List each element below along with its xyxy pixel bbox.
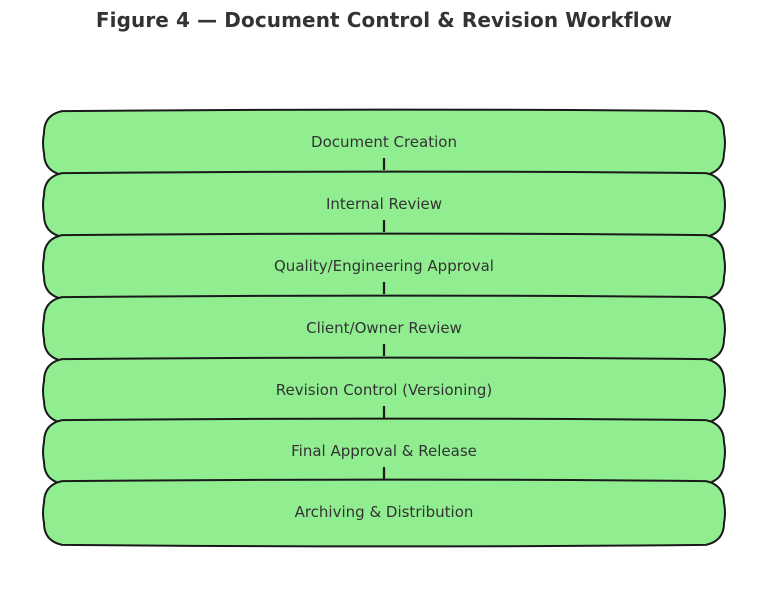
flow-node-hit-n5[interactable] <box>44 363 724 419</box>
flow-node-hit-n1[interactable] <box>44 115 724 171</box>
flow-node-n7[interactable] <box>42 478 726 548</box>
flow-node-hit-n3[interactable] <box>44 239 724 295</box>
node-shape-group <box>42 108 726 548</box>
flow-node-hit-n6[interactable] <box>44 424 724 480</box>
flow-node-hit-n4[interactable] <box>44 301 724 357</box>
flow-node-hit-n2[interactable] <box>44 177 724 233</box>
figure-title: Figure 4 — Document Control & Revision W… <box>95 8 673 32</box>
flow-node-hit-n7[interactable] <box>44 485 724 541</box>
